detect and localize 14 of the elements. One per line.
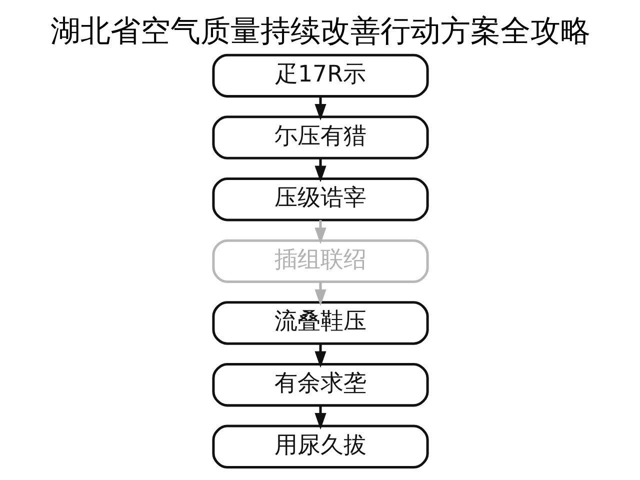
- arrow: [314, 282, 326, 306]
- node-box: 压级诰宰: [212, 178, 428, 222]
- diagram-title: 湖北省空气质量持续改善行动方案全攻略: [50, 14, 590, 50]
- arrow: [314, 344, 326, 368]
- arrow: [314, 96, 326, 120]
- node-box: 流叠鞋压: [212, 301, 428, 345]
- arrow: [314, 405, 326, 430]
- node-box: 用尿久拔: [212, 424, 428, 469]
- node-box: 疋17R示: [212, 54, 428, 98]
- node-box: 尓压有猎: [212, 116, 428, 160]
- node-box: 有余求垄: [212, 362, 428, 407]
- node-box: 插组联绍: [212, 239, 428, 284]
- arrow: [314, 220, 326, 244]
- arrow: [314, 158, 326, 182]
